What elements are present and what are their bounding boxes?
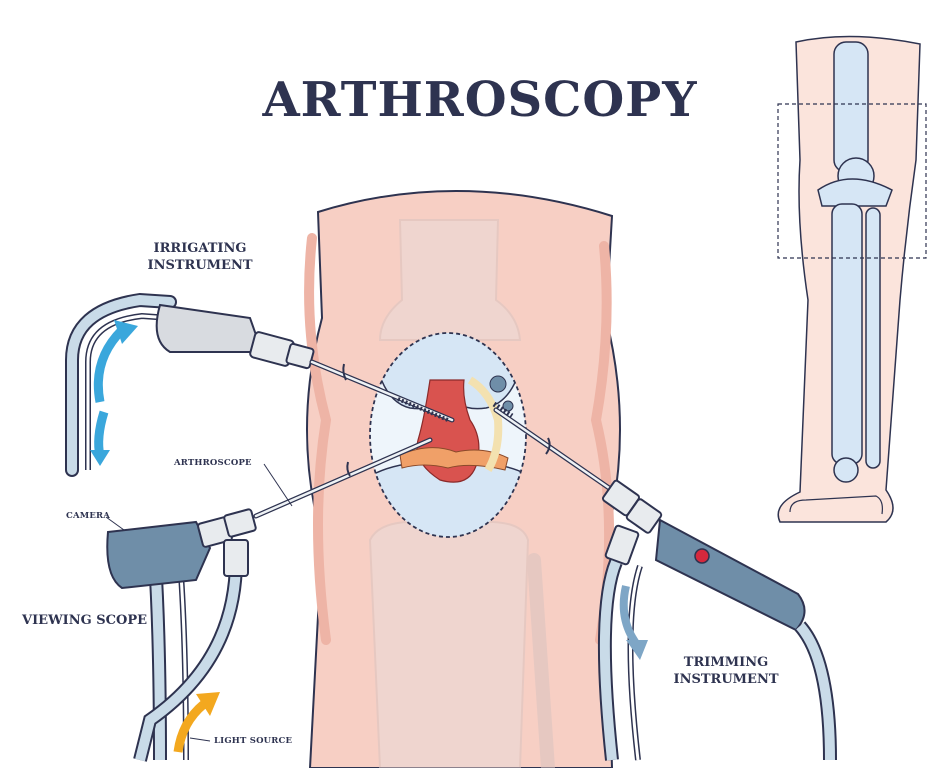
arthroscope-label: ARTHROSCOPE bbox=[174, 458, 252, 468]
irrigating-instrument-label: IRRIGATING INSTRUMENT bbox=[140, 240, 260, 274]
light-source-arrow bbox=[173, 692, 220, 753]
trimming-instrument bbox=[492, 401, 837, 761]
trimming-instrument-label: TRIMMING INSTRUMENT bbox=[666, 654, 786, 688]
irrigating-label-line2: INSTRUMENT bbox=[147, 258, 253, 273]
leader-lines bbox=[105, 463, 293, 742]
leg-inset bbox=[777, 35, 927, 523]
viewing-scope bbox=[106, 363, 433, 762]
trimming-label-line2: INSTRUMENT bbox=[673, 672, 779, 687]
femur-ghost bbox=[368, 219, 555, 768]
page-title: ARTHROSCOPY bbox=[262, 72, 698, 128]
camera-label: CAMERA bbox=[66, 511, 111, 521]
trimming-label-line1: TRIMMING bbox=[683, 655, 769, 670]
irrigating-instrument bbox=[65, 292, 455, 477]
viewing-scope-label: VIEWING SCOPE bbox=[22, 613, 148, 628]
irrigating-label-line1: IRRIGATING bbox=[153, 241, 247, 256]
light-source-label: LIGHT SOURCE bbox=[214, 736, 293, 746]
irrigation-flow-arrows bbox=[90, 320, 138, 466]
